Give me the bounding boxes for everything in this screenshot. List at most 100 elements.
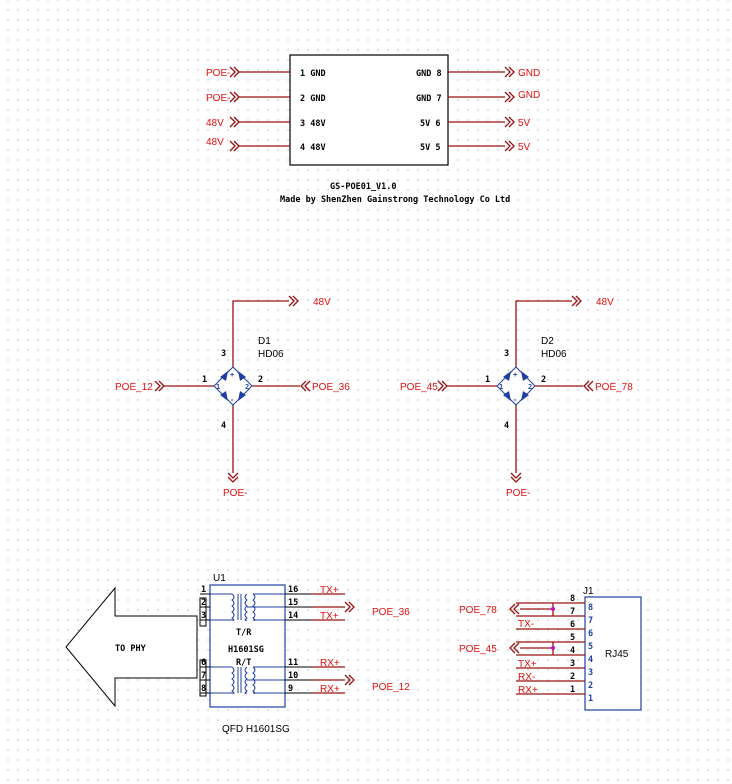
u1-part-inner: H1601SG — [228, 645, 264, 655]
u1-port-poe36: POE_36 — [372, 607, 410, 618]
svg-text:1: 1 — [216, 383, 220, 391]
module-left-port-2: POE- — [206, 93, 230, 104]
module-right-port-8: GND — [518, 68, 540, 79]
u1-ref: U1 — [213, 573, 226, 584]
j1-ref: J1 — [583, 586, 594, 597]
j1-port-poe45: POE_45 — [459, 644, 497, 655]
j1-inner-pin-8: 8 — [588, 603, 593, 613]
d2-ref: D2 — [541, 336, 554, 347]
j1-inner-pin-1: 1 — [588, 694, 593, 704]
j1-net-rx-plus: RX+ — [518, 685, 538, 696]
module-body — [289, 54, 449, 166]
j1-outer-pin-7: 7 — [570, 607, 575, 617]
j1-inner-pin-7: 7 — [588, 616, 593, 626]
j1-net-tx-minus: TX- — [518, 619, 534, 630]
module-left-port-1: POE- — [206, 68, 230, 79]
d1-ref: D1 — [258, 336, 271, 347]
u1-pin-2: 2 — [201, 598, 206, 608]
d1-pin-3: 3 — [221, 349, 226, 359]
j1-inner-pin-4: 4 — [588, 655, 593, 665]
poe-module: POE- POE- 48V 48V 1 GND 2 GND 3 48V 4 48… — [206, 54, 540, 205]
u1-net-rx-plus-1: RX+ — [320, 658, 340, 669]
j1-net-rx-minus: RX- — [518, 672, 535, 683]
u1-pin-14: 14 — [288, 611, 298, 621]
u1-port-poe12: POE_12 — [372, 682, 410, 693]
d2-pin-4: 4 — [504, 421, 509, 431]
j1-outer-pin-2: 2 — [570, 672, 575, 682]
module-right-port-6: 5V — [518, 118, 531, 129]
j1-net-tx-plus: TX+ — [518, 659, 537, 670]
module-right-port-5: 5V — [518, 142, 531, 153]
d2-pin-2: 2 — [541, 375, 546, 385]
module-pin-5: 5V 5 — [420, 143, 440, 153]
j1-port-poe78: POE_78 — [459, 605, 497, 616]
u1-pin-15: 15 — [288, 598, 298, 608]
module-part-name: GS-POE01_V1.0 — [330, 182, 397, 192]
bridge-d1: 48V 3 POE_12 1 POE_36 2 POE- 4 + 1 2 - D… — [115, 295, 350, 499]
svg-text:+: + — [513, 371, 517, 379]
d2-top-net: 48V — [596, 297, 614, 308]
j1-inner-pin-5: 5 — [588, 642, 593, 652]
svg-text:+: + — [230, 371, 234, 379]
transformer-u1: U1 1 2 3 6 7 8 T/R H — [199, 573, 410, 735]
d2-right-net: POE_78 — [595, 382, 633, 393]
d1-pin-1: 1 — [202, 375, 207, 385]
u1-lower-label: R/T — [236, 658, 251, 668]
j1-body — [584, 596, 642, 711]
j1-outer-pin-4: 4 — [570, 646, 575, 656]
u1-pin-9: 9 — [288, 684, 293, 694]
svg-text:-: - — [513, 396, 517, 404]
u1-value: QFD H1601SG — [222, 724, 290, 735]
d1-bridge-symbol: + 1 2 - — [213, 366, 253, 406]
u1-pin-11: 11 — [288, 658, 298, 668]
j1-outer-pin-8: 8 — [570, 594, 575, 604]
svg-text:2: 2 — [528, 383, 532, 391]
u1-pin-6: 6 — [201, 658, 206, 668]
j1-name: RJ45 — [605, 649, 629, 660]
u1-pin-3: 3 — [201, 611, 206, 621]
j1-outer-pin-3: 3 — [570, 659, 575, 669]
d1-left-net: POE_12 — [115, 382, 153, 393]
d1-bottom-net: POE- — [223, 488, 247, 499]
module-pin-1: 1 GND — [300, 69, 326, 79]
d1-pin-4: 4 — [221, 421, 226, 431]
module-maker: Made by ShenZhen Gainstrong Technology C… — [280, 194, 510, 205]
u1-pin-1: 1 — [201, 585, 206, 595]
j1-outer-pin-1: 1 — [570, 685, 575, 695]
module-pin-6: 5V 6 — [420, 119, 440, 129]
j1-inner-pin-2: 2 — [588, 681, 593, 691]
bridge-d2: 48V 3 POE_45 1 POE_78 2 POE- 4 + 1 2 - D… — [400, 295, 633, 499]
module-pin-4: 4 48V — [300, 143, 326, 153]
u1-net-tx-plus-1: TX+ — [320, 585, 339, 596]
d1-top-net: 48V — [313, 297, 331, 308]
svg-text:1: 1 — [499, 383, 503, 391]
d2-pin-1: 1 — [485, 375, 490, 385]
u1-pin-7: 7 — [201, 671, 206, 681]
connector-j1: J1 RJ45 POE_78 POE_45 TX- TX+ RX- RX+ 8 … — [459, 586, 642, 711]
u1-net-tx-plus-2: TX+ — [320, 611, 339, 622]
j1-inner-pin-6: 6 — [588, 629, 593, 639]
to-phy-label: TO PHY — [115, 644, 147, 654]
to-phy-arrow: TO PHY — [65, 586, 198, 708]
j1-outer-pin-5: 5 — [570, 633, 575, 643]
d1-right-net: POE_36 — [312, 382, 350, 393]
svg-text:-: - — [230, 396, 234, 404]
module-pin-7: GND 7 — [416, 94, 442, 104]
d2-bottom-net: POE- — [506, 488, 530, 499]
d2-bridge-symbol: + 1 2 - — [496, 366, 536, 406]
d1-pin-2: 2 — [258, 375, 263, 385]
d1-value: HD06 — [258, 349, 284, 360]
module-pin-3: 3 48V — [300, 119, 326, 129]
j1-inner-pin-3: 3 — [588, 668, 593, 678]
d2-value: HD06 — [541, 349, 567, 360]
module-right-port-7: GND — [518, 90, 540, 101]
d2-left-net: POE_45 — [400, 382, 438, 393]
u1-body — [209, 584, 286, 708]
j1-outer-pin-6: 6 — [570, 620, 575, 630]
d2-pin-3: 3 — [504, 349, 509, 359]
module-pin-2: 2 GND — [300, 94, 326, 104]
svg-text:2: 2 — [245, 383, 249, 391]
u1-pin-10: 10 — [288, 671, 298, 681]
